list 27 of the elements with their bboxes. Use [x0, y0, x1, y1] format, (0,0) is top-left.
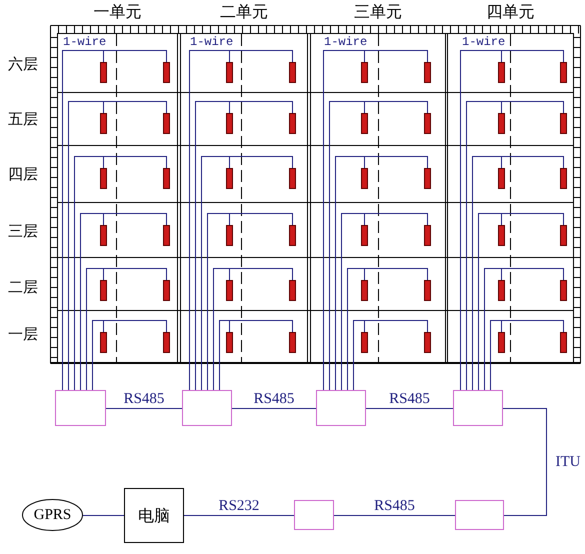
unit-heading: 二单元: [220, 3, 268, 21]
floor-label: 四层: [8, 166, 38, 183]
module-box: [182, 390, 232, 426]
unit-heading: 四单元: [486, 3, 534, 21]
floor-label: 六层: [8, 56, 38, 73]
floor-label: 三层: [8, 223, 38, 240]
wire: [106, 408, 182, 409]
node-label: 电脑: [138, 506, 170, 525]
wire: [502, 408, 547, 516]
computer-box: [124, 488, 184, 543]
wire: [366, 408, 454, 409]
wire: [334, 515, 456, 516]
module-box: [294, 500, 334, 530]
wire: [184, 515, 294, 516]
module-box: [316, 390, 366, 426]
module-box: [55, 390, 106, 426]
wire: [82, 515, 124, 516]
floor-label: 二层: [8, 279, 38, 296]
floor-label: 一层: [8, 326, 38, 343]
node-label: GPRS: [34, 506, 72, 524]
module-box: [453, 390, 503, 426]
edge-label: ITU: [554, 454, 582, 470]
floor-label: 五层: [8, 111, 38, 128]
unit-heading: 三单元: [354, 3, 402, 21]
module-box: [455, 500, 504, 530]
wire: [232, 408, 316, 409]
unit-heading: 一单元: [94, 3, 142, 21]
